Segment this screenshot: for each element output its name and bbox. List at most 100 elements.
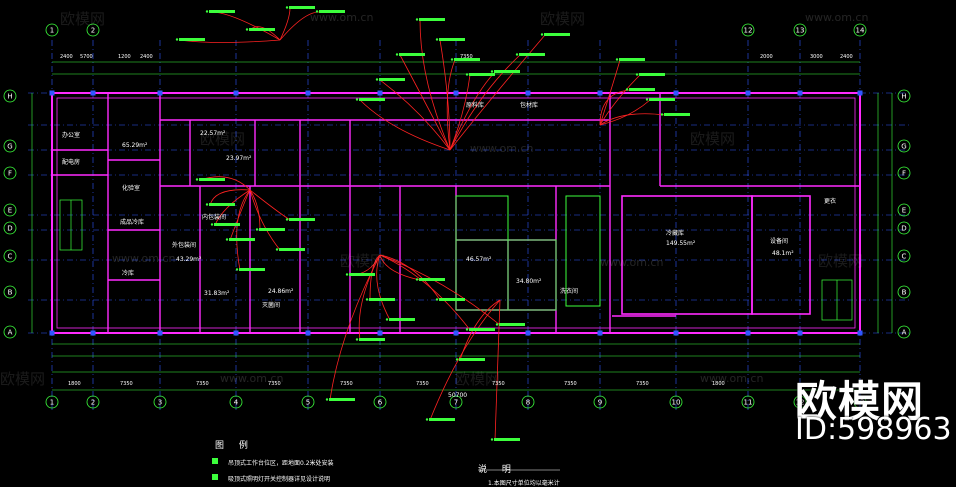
- callout-tag: [629, 88, 655, 91]
- dimension-label: 1200: [118, 54, 131, 60]
- axis-bubble-right-label: C: [902, 253, 907, 261]
- axis-bubble-top: [793, 23, 807, 37]
- leader-line: [236, 189, 251, 271]
- callout-dot: [255, 228, 259, 231]
- structural-columns: [49, 90, 863, 336]
- legend-title: 图 例: [215, 441, 254, 451]
- total-dimension: 50700: [448, 392, 467, 399]
- column-marker: [745, 330, 751, 336]
- leader-line: [599, 74, 641, 126]
- axis-bubble-bottom: [153, 395, 167, 409]
- axis-bubble-top: [86, 23, 100, 37]
- axis-bubble-right: [897, 139, 911, 153]
- axis-bubble-left-label: G: [7, 143, 12, 151]
- axis-bubble-left: [3, 221, 17, 235]
- callout-dot: [205, 10, 209, 13]
- room-label: 成品冷库: [120, 219, 145, 226]
- room-label: 冷藏库: [666, 230, 685, 237]
- leader-line: [449, 71, 496, 151]
- room-label: 冷库: [122, 270, 135, 277]
- axis-bubble-right: [897, 166, 911, 180]
- room-label: 办公室: [62, 132, 81, 139]
- callout-tag: [279, 248, 305, 251]
- axis-bubble-bottom-label: 7: [454, 399, 458, 407]
- axis-bubble-right: [897, 249, 911, 263]
- axis-bubble-left: [3, 325, 17, 339]
- axis-bubble-top: [853, 23, 867, 37]
- leader-line: [209, 11, 281, 41]
- callout-dot: [465, 73, 469, 76]
- callout-dot: [625, 88, 629, 91]
- column-marker: [857, 90, 863, 96]
- column-marker: [745, 90, 751, 96]
- callout-dot: [365, 298, 369, 301]
- leader-line: [599, 59, 621, 126]
- callout-dot: [645, 98, 649, 101]
- axis-bubble-bottom: [449, 395, 463, 409]
- annotation-leader-lines: [179, 7, 666, 441]
- axis-bubble-left: [3, 89, 17, 103]
- legend-item: 吸顶式照明灯开关控制器详见设计说明: [228, 476, 331, 483]
- callout-tag: [494, 438, 520, 441]
- axis-bubble-top-label: 2: [91, 27, 95, 35]
- callout-tag: [499, 323, 525, 326]
- axis-bubble-bottom: [301, 395, 315, 409]
- large-storage-rooms: [621, 185, 860, 315]
- axis-bubble-right: [897, 285, 911, 299]
- axis-bubble-left-label: D: [7, 225, 12, 233]
- stairs-right: [821, 279, 853, 321]
- column-marker: [90, 90, 96, 96]
- leader-line: [279, 7, 291, 41]
- axis-bubble-bottom: [741, 395, 755, 409]
- area-label: 48.1m²: [772, 250, 794, 257]
- axis-bubble-bottom-label: 4: [234, 399, 239, 407]
- axis-bubble-left-label: H: [7, 93, 12, 101]
- callout-dot: [175, 38, 179, 41]
- room-label: 配电房: [62, 159, 81, 166]
- area-label: 65.29m²: [122, 142, 148, 149]
- legend-symbol-icon: [212, 458, 218, 464]
- callout-tag: [469, 328, 495, 331]
- axis-bubble-bottom: [45, 395, 59, 409]
- callout-tag: [249, 28, 275, 31]
- axis-bubble-bottom-label: 10: [672, 399, 681, 407]
- dimension-label: 7350: [460, 54, 473, 60]
- column-marker: [49, 90, 55, 96]
- callout-dot: [465, 328, 469, 331]
- callout-tag: [289, 218, 315, 221]
- leader-line: [379, 254, 421, 281]
- callout-tag: [179, 38, 205, 41]
- axis-bubble-top-label: 13: [796, 27, 805, 35]
- leader-line: [379, 254, 501, 326]
- callout-dot: [425, 418, 429, 421]
- callout-dot: [660, 113, 664, 116]
- callout-tag: [439, 298, 465, 301]
- notes-title: 说 明: [478, 465, 517, 475]
- leader-line: [449, 34, 546, 151]
- callout-tag: [664, 113, 690, 116]
- callout-tag: [439, 38, 465, 41]
- callout-tag: [399, 53, 425, 56]
- callout-dot: [385, 318, 389, 321]
- room-label: 包材库: [520, 102, 539, 109]
- column-marker: [857, 330, 863, 336]
- leader-line: [449, 54, 521, 151]
- leader-line: [599, 113, 666, 126]
- callout-tag: [369, 298, 395, 301]
- dimension-label: 2400: [140, 54, 153, 60]
- column-marker: [157, 90, 163, 96]
- axis-bubble-right: [897, 89, 911, 103]
- axis-bubble-top: [741, 23, 755, 37]
- callout-tag: [459, 358, 485, 361]
- dimension-label: 7350: [492, 381, 505, 387]
- column-marker: [453, 90, 459, 96]
- axis-bubble-right-label: H: [901, 93, 906, 101]
- leader-line: [459, 299, 501, 361]
- axis-bubble-right: [897, 221, 911, 235]
- callout-tag: [429, 418, 455, 421]
- callout-dot: [345, 273, 349, 276]
- leader-line: [379, 254, 441, 301]
- leader-line: [359, 99, 451, 151]
